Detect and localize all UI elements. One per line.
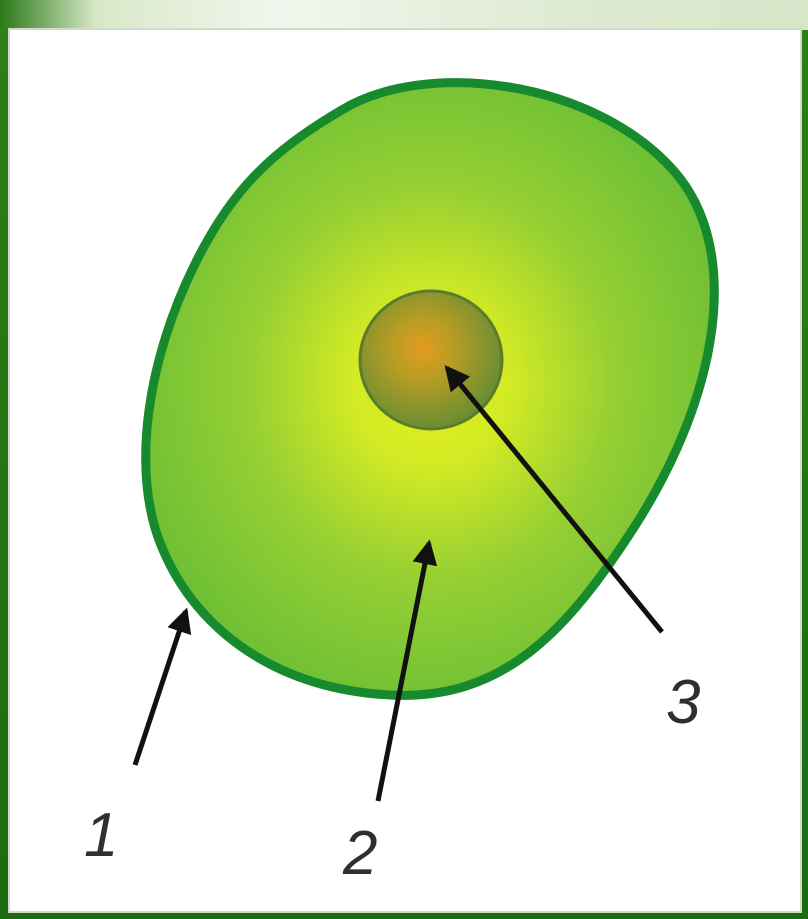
label-2: 2	[342, 819, 377, 888]
label-1: 1	[84, 801, 118, 870]
label-3: 3	[666, 668, 700, 737]
arrow-1	[135, 611, 186, 765]
